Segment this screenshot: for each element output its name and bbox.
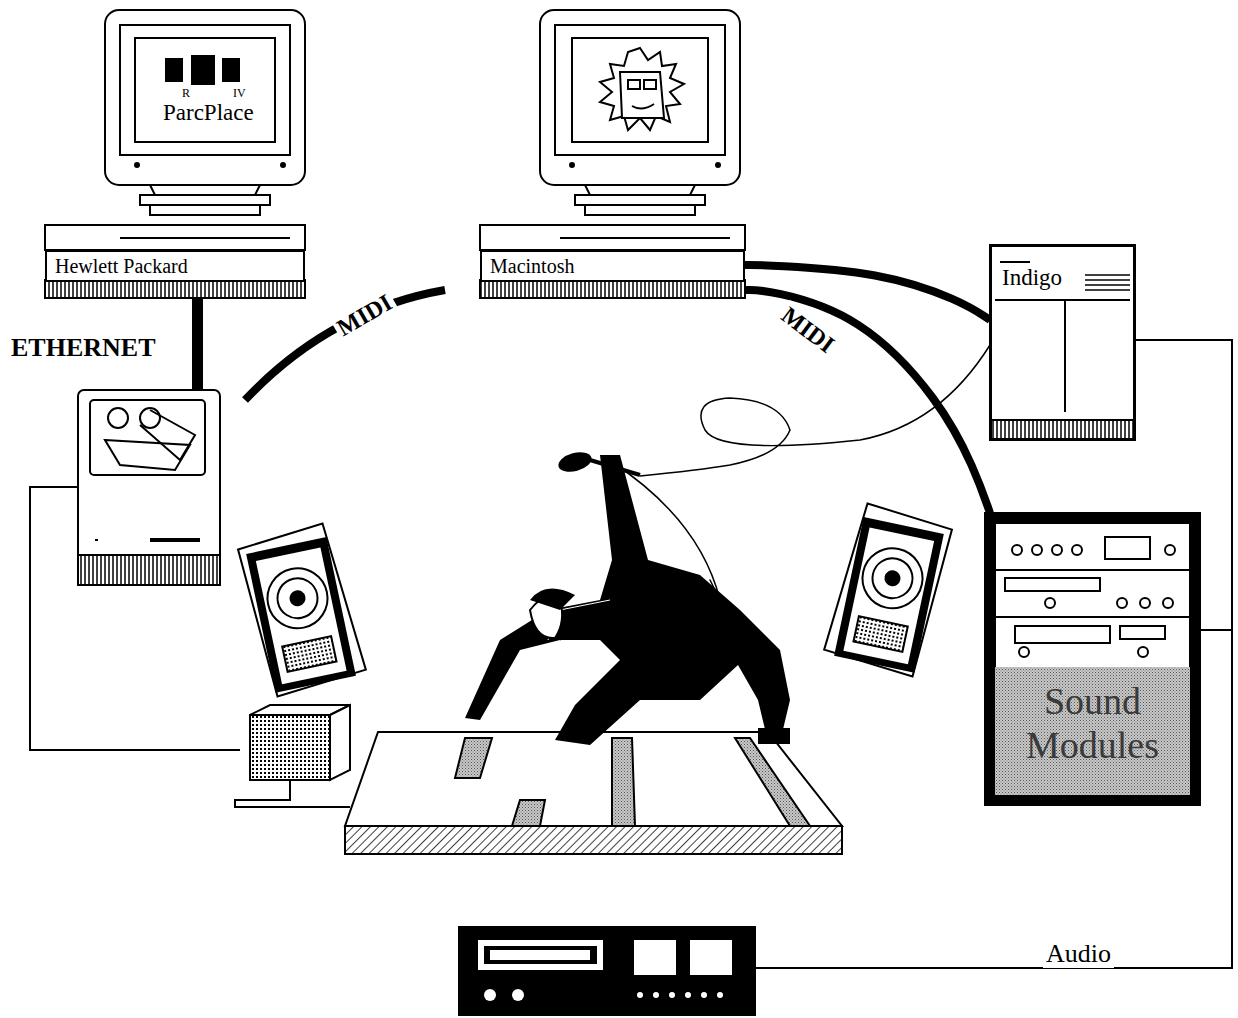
sensor-wire <box>30 487 240 750</box>
hp-workstation <box>45 10 305 298</box>
logo-text: R <box>179 86 193 100</box>
midi-cable <box>745 290 990 513</box>
sensor-interface <box>235 705 350 807</box>
sound-module-rack <box>985 513 1200 805</box>
floor-mat <box>345 732 842 854</box>
node-label: Indigo <box>1002 265 1125 291</box>
signal-label: MIDI <box>330 288 399 343</box>
midi-cable <box>245 290 445 400</box>
sound-module-rack: Sound Modules <box>985 513 1200 805</box>
node-label: Sound Modules <box>995 679 1190 767</box>
server-box: Indigo <box>990 245 1135 440</box>
node-label: Macintosh <box>490 254 735 278</box>
logo-text: ParcPlace <box>160 100 257 125</box>
loudspeaker <box>823 501 954 678</box>
mac-classic <box>78 390 220 585</box>
workstation-label: Hewlett Packard <box>45 250 305 282</box>
amplifier <box>458 926 756 1016</box>
audio-wire <box>1200 629 1232 631</box>
indigo-details <box>990 245 1135 440</box>
node-label: Hewlett Packard <box>55 254 295 278</box>
performer <box>465 345 990 745</box>
macintosh-workstation <box>480 10 745 298</box>
logo-text: IV <box>230 86 249 100</box>
ethernet-cable <box>192 298 203 390</box>
workstation-label: Macintosh <box>480 250 745 282</box>
audio-wire <box>756 340 1232 968</box>
signal-label: ETHERNET <box>8 334 159 362</box>
loudspeaker <box>236 521 367 698</box>
signal-label: Audio <box>1043 940 1114 968</box>
